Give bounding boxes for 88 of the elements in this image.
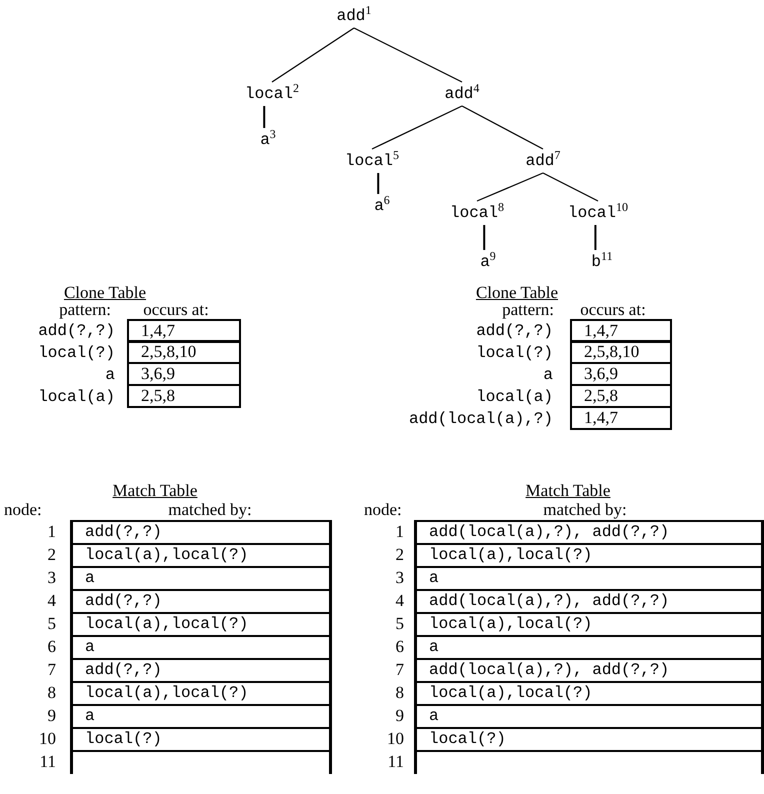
pattern-label: a [543,366,553,384]
occurrence-cell: 1,4,7 [570,406,672,430]
tree-edge [483,225,486,250]
tree-node-label: a$^{3}$ [260,131,276,149]
tree-node-label: local$^{10}$ [568,204,628,222]
column-header: matched by: [168,499,252,521]
occurrence-cell: 1,4,7 [127,319,241,343]
node-number: 9 [48,706,56,725]
occurrence-cell: 2,5,8,10 [570,340,672,364]
pattern-label: add(?,?) [38,322,115,340]
column-header: node: [4,499,42,521]
node-number: 4 [396,591,404,610]
occurrence-cell: 3,6,9 [570,362,672,386]
occurrence-cell: 3,6,9 [127,362,241,386]
tree-edge [462,105,544,150]
match-cell: local(a),local(?) [70,612,332,637]
pattern-label: add(local(a),?) [408,410,553,428]
pattern-label: a [105,366,115,384]
node-number: 10 [387,729,404,748]
tree-edge [263,106,266,128]
match-cell: add(local(a),?), add(?,?) [414,520,764,545]
tree-edge [377,173,380,194]
node-number: 1 [48,522,56,541]
match-cell: local(a),local(?) [70,543,332,568]
occurrence-cell: 2,5,8,10 [127,340,241,364]
match-cell: a [414,566,764,591]
node-number: 4 [48,591,56,610]
column-header: node: [364,499,402,521]
tree-node-label: a$^{9}$ [480,253,496,271]
pattern-label: add(?,?) [476,322,553,340]
match-cell: local(a),local(?) [414,612,764,637]
match-cell: a [70,704,332,729]
match-cell: local(a),local(?) [414,681,764,706]
node-number: 6 [48,637,56,656]
match-cell: add(?,?) [70,658,332,683]
node-number: 8 [396,683,404,702]
node-number: 8 [48,683,56,702]
match-cell: local(?) [70,727,332,752]
pattern-label: local(?) [38,344,115,362]
tree-node-label: local$^{2}$ [245,85,299,103]
node-number: 5 [48,614,56,633]
match-cell: local(?) [414,727,764,752]
tree-edge [476,172,544,202]
tree-node-label: local$^{5}$ [345,152,399,170]
match-cell: a [70,635,332,660]
match-cell: local(a),local(?) [70,681,332,706]
node-number: 6 [396,637,404,656]
node-number: 11 [388,752,404,771]
node-number: 5 [396,614,404,633]
pattern-label: local(a) [476,388,553,406]
tree-edge [354,27,462,83]
node-number: 7 [396,660,404,679]
tree-edge [372,105,462,150]
node-number: 3 [48,568,56,587]
occurrence-cell: 1,4,7 [570,319,672,343]
node-number: 9 [396,706,404,725]
table-title: Match Table [526,480,610,502]
tree-node-label: b$^{11}$ [591,253,613,271]
tree-node-label: a$^{6}$ [374,197,390,215]
match-cell: a [414,635,764,660]
match-cell: add(?,?) [70,520,332,545]
node-number: 10 [39,729,56,748]
occurrence-cell: 2,5,8 [570,384,672,408]
column-header: matched by: [543,499,627,521]
node-number: 1 [396,522,404,541]
tree-edge [594,225,596,250]
table-title: Match Table [112,480,198,502]
tree-node-label: add$^{4}$ [444,85,480,103]
match-cell: a [70,566,332,591]
pattern-label: local(?) [476,344,553,362]
pattern-label: local(a) [38,388,115,406]
tree-node-label: local$^{8}$ [450,204,504,222]
node-number: 2 [396,545,404,564]
match-cell: add(local(a),?), add(?,?) [414,589,764,614]
node-number: 11 [40,752,56,771]
column-header: occurs at: [580,300,646,319]
node-number: 3 [396,568,404,587]
tree-node-label: add$^{1}$ [336,7,372,25]
match-cell: local(a),local(?) [414,543,764,568]
node-number: 2 [48,545,56,564]
node-number: 7 [48,660,56,679]
match-cell: add(local(a),?), add(?,?) [414,658,764,683]
match-cell: add(?,?) [70,589,332,614]
tree-edge [542,172,598,202]
match-cell: a [414,704,764,729]
tree-edge [272,28,354,82]
occurrence-cell: 2,5,8 [127,384,241,408]
tree-node-label: add$^{7}$ [526,152,560,170]
